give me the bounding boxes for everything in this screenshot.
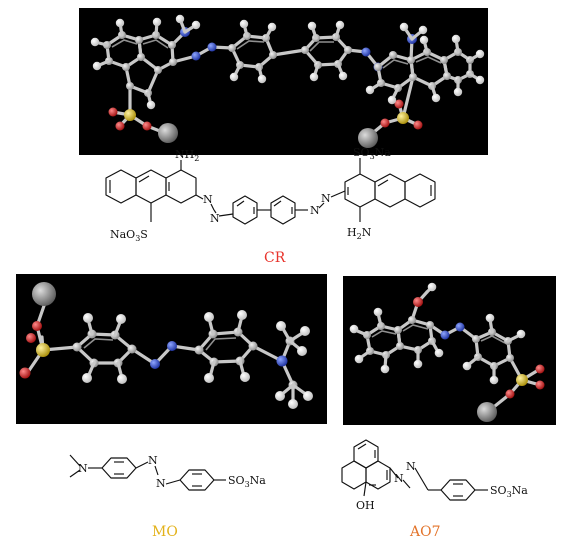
ao7-3d-model: [343, 276, 556, 425]
nitrogen-atom: [440, 330, 450, 340]
nitrogen-atom: [455, 322, 465, 332]
sulfur-atom: [516, 374, 528, 386]
oxygen-atom: [108, 107, 118, 117]
cr-phenyl-1: [232, 195, 258, 225]
sodium-atom: [477, 402, 497, 422]
ao7-so3na-label: SO3Na: [490, 484, 528, 499]
nitrogen-atom: [150, 359, 160, 369]
sodium-atom: [158, 123, 178, 143]
ao7-azo-n2: N: [406, 460, 416, 473]
mo-so3na-label: SO3Na: [228, 474, 266, 489]
cr-so3na-right-label: SO3Na: [353, 146, 391, 161]
mo-label: MO: [152, 524, 178, 540]
cr-left-ring-b: [165, 169, 197, 204]
cr-3d-hydrogens: [90, 14, 485, 110]
mo-azo-n1: N: [148, 454, 158, 467]
cr-left-ring-c: [105, 169, 137, 204]
sulfur-atom: [36, 343, 50, 357]
ao7-phenyl: [440, 479, 476, 501]
sulfur-atom: [124, 109, 136, 121]
ao7-azo-n1: N: [394, 472, 404, 485]
cr-azo-n2: N: [210, 212, 220, 225]
cr-h2n-label: H2N: [347, 226, 372, 241]
sulfur-atom: [397, 112, 409, 124]
nitrogen-atom: [167, 341, 177, 351]
cr-azo-n3: N: [310, 204, 320, 217]
nitrogen-atom: [361, 47, 371, 57]
ao7-ring-c: [341, 460, 367, 490]
cr-3d-left-sulfonate: [108, 84, 178, 143]
nitrogen-atom: [207, 42, 217, 52]
cr-label: CR: [264, 250, 286, 266]
oxygen-atom: [394, 99, 404, 109]
oxygen-atom: [505, 389, 515, 399]
sodium-atom: [358, 128, 378, 148]
nitrogen-atom: [276, 355, 288, 367]
oxygen-atom: [142, 121, 152, 131]
oxygen-atom: [26, 333, 36, 343]
oxygen-atom: [535, 364, 545, 374]
oxygen-atom: [32, 321, 42, 331]
cr-structural-formula: NH2 NaO3S N N N N SO3Na: [105, 146, 436, 243]
oxygen-atom: [413, 297, 423, 307]
nitrogen-atom: [191, 51, 201, 61]
cr-azo-n4: N: [321, 192, 331, 205]
ao7-label: AO7: [409, 524, 441, 540]
cr-azo-n1: N: [203, 193, 213, 206]
cr-nh2-top-label: NH2: [175, 148, 199, 163]
oxygen-atom: [535, 380, 545, 390]
ao7-3d-hydrogens: [349, 282, 526, 385]
ao7-oh-label: OH: [356, 499, 375, 512]
oxygen-atom: [380, 118, 390, 128]
mo-phenyl-1: [101, 457, 137, 479]
mo-3d-model: [16, 274, 327, 424]
cr-right-ring-b: [374, 173, 406, 208]
mo-3d-hydrogens: [82, 310, 313, 409]
oxygen-atom: [19, 367, 31, 379]
mo-phenyl-2: [179, 469, 215, 491]
ao7-3d-panel-background: [343, 276, 556, 425]
cr-left-ring-a: [135, 169, 167, 204]
cr-right-ring-a: [344, 173, 376, 208]
cr-nao3s-label: NaO3S: [110, 228, 148, 243]
mo-structural-formula: N N N SO3Na: [69, 454, 266, 491]
sodium-atom: [32, 282, 56, 306]
cr-phenyl-2: [270, 195, 296, 225]
cr-right-ring-c: [404, 173, 436, 208]
mo-azo-n2: N: [156, 477, 166, 490]
oxygen-atom: [115, 121, 125, 131]
ao7-structural-formula: OH N N SO3Na: [341, 439, 528, 512]
oxygen-atom: [413, 120, 423, 130]
mo-dimethyl-n: N: [78, 462, 88, 475]
cr-3d-model: [79, 8, 488, 155]
